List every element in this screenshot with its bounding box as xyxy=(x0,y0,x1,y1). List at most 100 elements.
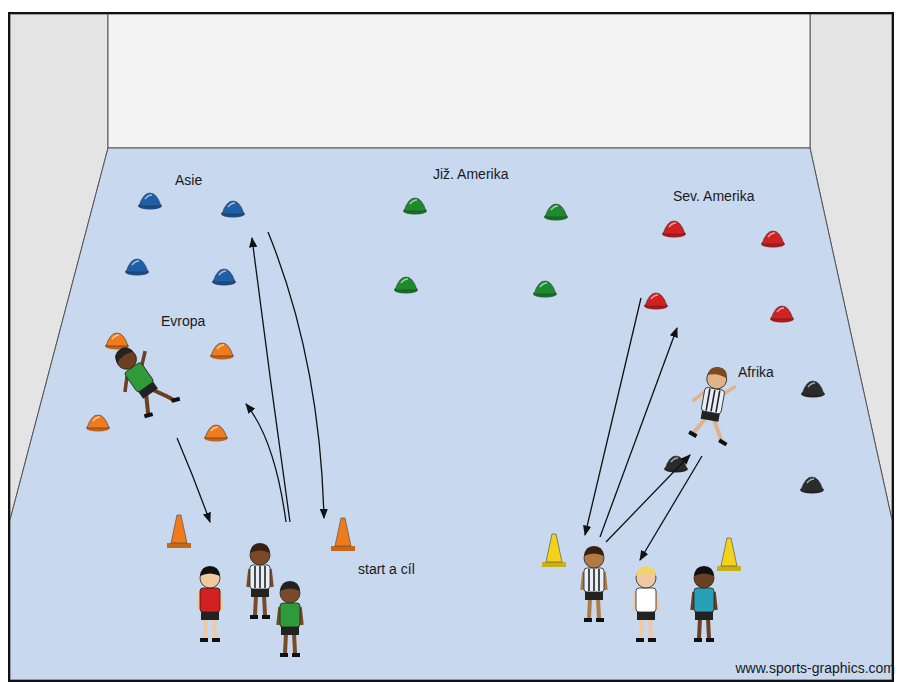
start-finish-label-holder: start a cíl xyxy=(358,561,415,578)
player-legs xyxy=(641,618,651,638)
player-legs xyxy=(285,633,295,653)
marker-cone xyxy=(770,306,794,323)
player-legs xyxy=(205,618,215,638)
zone-label-holder: Sev. Amerika xyxy=(673,188,754,205)
run-arrow xyxy=(252,238,290,522)
run-arrow xyxy=(268,232,324,518)
player-shirt xyxy=(250,565,270,589)
player-group xyxy=(103,337,739,655)
cone-shine xyxy=(410,200,417,204)
marker-cone xyxy=(86,415,110,432)
player-hair xyxy=(636,566,656,576)
zone-label: Již. Amerika xyxy=(433,166,508,183)
player-hair xyxy=(707,365,728,378)
player-shirt xyxy=(701,387,725,414)
player-hair xyxy=(250,543,270,553)
player-shoes xyxy=(636,638,656,642)
marker-cone xyxy=(138,193,162,210)
marker-cone xyxy=(212,269,236,286)
player-hair xyxy=(584,546,604,556)
tall-cone xyxy=(331,518,355,551)
zone-label-holder: Asie xyxy=(175,172,202,189)
player-figure xyxy=(634,566,658,640)
run-arrow xyxy=(600,328,677,537)
cone-shine xyxy=(217,345,224,349)
start-finish-label: start a cíl xyxy=(358,561,415,578)
cone-shine xyxy=(228,203,235,207)
cone-dome xyxy=(663,221,685,234)
player-hair xyxy=(200,566,220,576)
cone-dome xyxy=(222,201,244,214)
player-figure xyxy=(248,543,272,617)
marker-cone xyxy=(662,221,686,238)
tall-cone xyxy=(167,515,191,548)
cone-body xyxy=(721,538,737,566)
cone-dome xyxy=(645,293,667,306)
player-shoes xyxy=(688,432,727,445)
cone-base xyxy=(717,566,741,571)
cone-dome xyxy=(87,415,109,428)
marker-cone xyxy=(403,198,427,215)
cone-shine xyxy=(112,335,119,339)
cone-dome xyxy=(404,198,426,211)
zone-label: Evropa xyxy=(161,313,205,330)
cone-shine xyxy=(145,195,152,199)
player-shirt xyxy=(584,568,604,592)
cone-shine xyxy=(211,427,218,431)
marker-cone xyxy=(204,425,228,442)
cone-shine xyxy=(768,233,775,237)
player-shirt xyxy=(694,588,714,612)
player-shoes xyxy=(144,394,179,421)
marker-cone xyxy=(544,204,568,221)
cone-shine xyxy=(93,417,100,421)
zone-label-holder: Evropa xyxy=(161,313,205,330)
cone-body xyxy=(335,518,351,546)
cone-body xyxy=(171,515,187,543)
gym-floor xyxy=(10,148,892,680)
cone-dome xyxy=(213,269,235,282)
cone-shine xyxy=(671,458,678,462)
marker-cone xyxy=(644,293,668,310)
marker-cone xyxy=(394,277,418,294)
cone-shine xyxy=(651,295,658,299)
cone-base xyxy=(542,562,566,567)
cone-base xyxy=(167,543,191,548)
zone-label-holder: Afrika xyxy=(738,364,774,381)
shirt-stripes xyxy=(589,569,599,591)
watermark: www.sports-graphics.com xyxy=(736,660,896,677)
cone-base xyxy=(331,546,355,551)
marker-cone xyxy=(125,259,149,276)
player-figure xyxy=(278,581,302,655)
cone-shine xyxy=(132,261,139,265)
player-figure xyxy=(686,364,739,445)
player-shoes xyxy=(280,653,300,657)
shirt-stripes xyxy=(706,389,720,412)
cone-body xyxy=(546,534,562,562)
player-shoes xyxy=(584,618,604,622)
cone-dome xyxy=(801,477,823,490)
watermark-holder: www.sports-graphics.com xyxy=(736,660,896,677)
player-shoes xyxy=(694,638,714,642)
frame xyxy=(9,13,893,681)
cone-shine xyxy=(777,308,784,312)
player-hair xyxy=(280,581,300,591)
tall-cone xyxy=(542,534,566,567)
cone-shine xyxy=(808,383,815,387)
player-shirt xyxy=(280,603,300,627)
player-shirt xyxy=(200,588,220,612)
zone-label-holder: Již. Amerika xyxy=(433,166,508,183)
cone-dome xyxy=(205,425,227,438)
player-figure xyxy=(198,566,222,640)
cone-shine xyxy=(219,271,226,275)
cone-dome xyxy=(762,231,784,244)
cone-dome xyxy=(665,456,687,469)
cone-dome xyxy=(545,204,567,217)
player-shirt xyxy=(636,588,656,612)
player-figure xyxy=(103,337,180,422)
marker-cone xyxy=(801,381,825,398)
cone-dome xyxy=(534,281,556,294)
shirt-stripes xyxy=(255,566,265,588)
